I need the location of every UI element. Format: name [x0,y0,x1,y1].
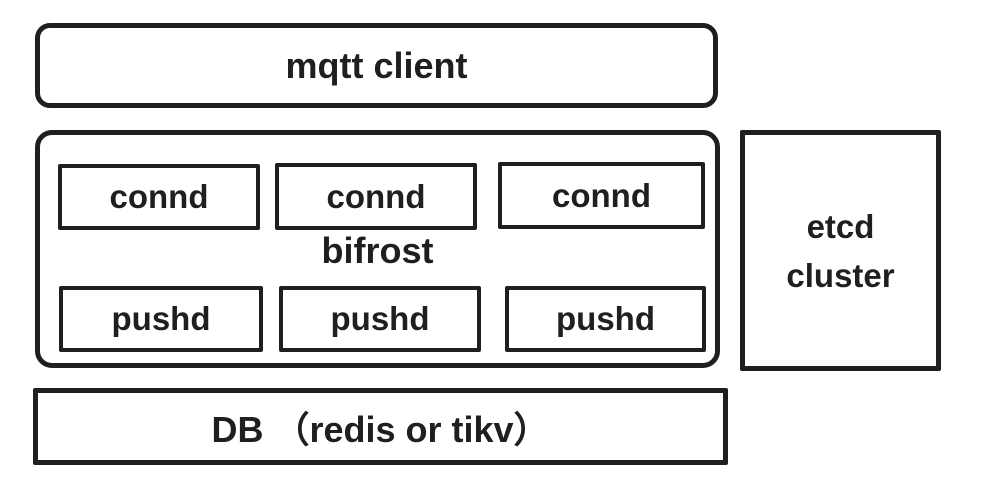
pushd-node-1: pushd [59,286,263,352]
pushd-node-3: pushd [505,286,706,352]
db-label: DB （redis or tikv） [211,408,550,450]
pushd-label: pushd [330,300,430,337]
pushd-label: pushd [556,300,655,337]
bifrost-container: connd connd connd bifrost pushd pushd pu… [35,130,720,368]
connd-node-3: connd [498,162,705,229]
pushd-node-2: pushd [279,286,481,352]
connd-node-2: connd [275,163,477,230]
etcd-cluster-node: etcd cluster [740,130,941,371]
pushd-label: pushd [111,300,211,337]
connd-label: connd [552,176,651,214]
etcd-label-line1: etcd [806,207,875,245]
mqtt-client-node: mqtt client [35,23,718,108]
connd-node-1: connd [58,164,260,230]
etcd-label-line2: cluster [786,256,895,294]
mqtt-client-label: mqtt client [285,44,468,86]
connd-label: connd [326,177,426,215]
db-node: DB （redis or tikv） [33,388,728,465]
bifrost-label: bifrost [321,230,434,271]
connd-label: connd [109,178,209,215]
